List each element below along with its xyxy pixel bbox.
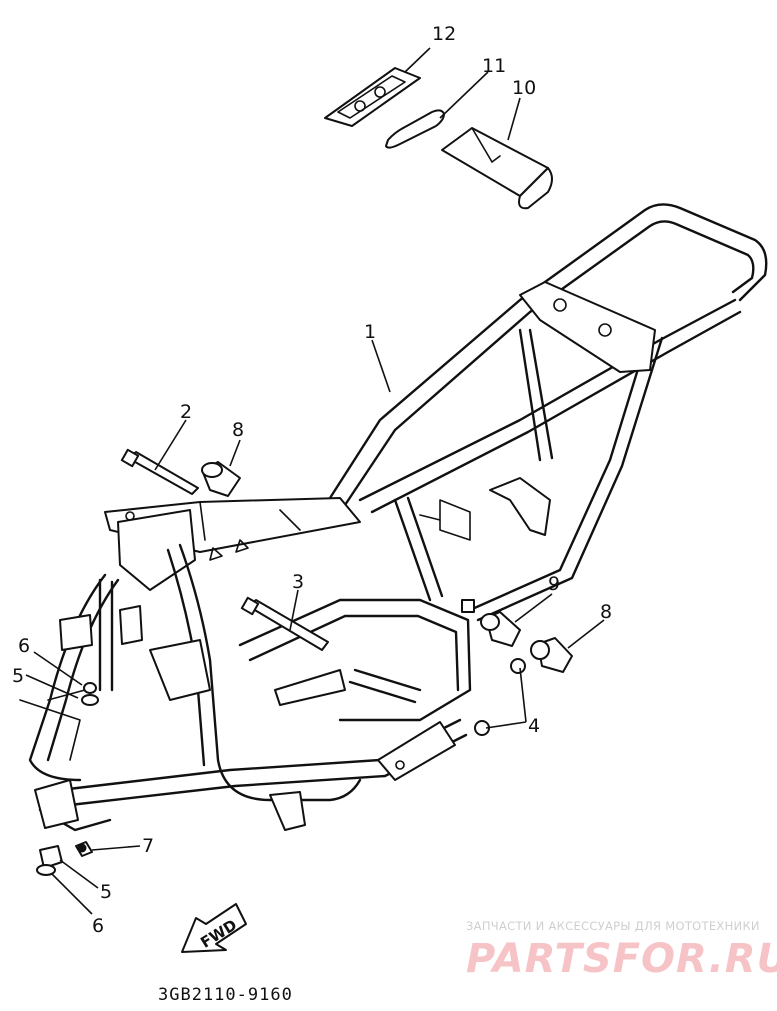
part-9-bushing bbox=[480, 611, 521, 647]
callout-5-lower: 5 bbox=[100, 881, 112, 903]
watermark-tagline: ЗАПЧАСТИ И АКСЕССУАРЫ ДЛЯ МОТОТЕХНИКИ bbox=[466, 919, 760, 933]
part-11-band bbox=[385, 109, 445, 149]
callout-5-upper: 5 bbox=[12, 665, 24, 687]
callout-12: 12 bbox=[432, 23, 456, 45]
part-5-6-collar-upper bbox=[81, 682, 99, 706]
part-4-nuts bbox=[474, 658, 526, 736]
part-3-bolt bbox=[240, 596, 329, 651]
part-10-tool-pouch bbox=[441, 127, 553, 210]
part-8-bushing-lower bbox=[530, 637, 573, 673]
callout-6-lower: 6 bbox=[92, 915, 104, 937]
part-1-main-frame bbox=[19, 203, 768, 832]
part-7-screw bbox=[75, 841, 93, 857]
watermark: ЗАПЧАСТИ И АКСЕССУАРЫ ДЛЯ МОТОТЕХНИКИ PA… bbox=[466, 919, 777, 982]
callout-1: 1 bbox=[364, 321, 376, 343]
part-8-bushing-upper bbox=[201, 461, 241, 497]
part-5-6-collar-lower bbox=[36, 845, 63, 876]
callout-2: 2 bbox=[180, 401, 192, 423]
part-2-bolt bbox=[120, 448, 199, 495]
callout-6-upper: 6 bbox=[18, 635, 30, 657]
diagram-part-code: 3GB2110-9160 bbox=[158, 985, 293, 1005]
callout-labels: 12 11 10 1 2 8 3 9 8 4 6 5 7 5 6 bbox=[12, 23, 612, 937]
callout-3: 3 bbox=[292, 571, 304, 593]
callout-9: 9 bbox=[548, 573, 560, 595]
callout-8-lower: 8 bbox=[600, 601, 612, 623]
leader-lines bbox=[25, 47, 605, 915]
watermark-brand: PARTSFOR.RU bbox=[466, 936, 777, 982]
callout-8-upper: 8 bbox=[232, 419, 244, 441]
part-12-toolkit-holder bbox=[324, 67, 421, 127]
callout-7: 7 bbox=[142, 835, 154, 857]
callout-11: 11 bbox=[482, 55, 506, 77]
fwd-arrow: FWD bbox=[181, 903, 247, 953]
callout-4: 4 bbox=[528, 715, 540, 737]
callout-10: 10 bbox=[512, 77, 536, 99]
